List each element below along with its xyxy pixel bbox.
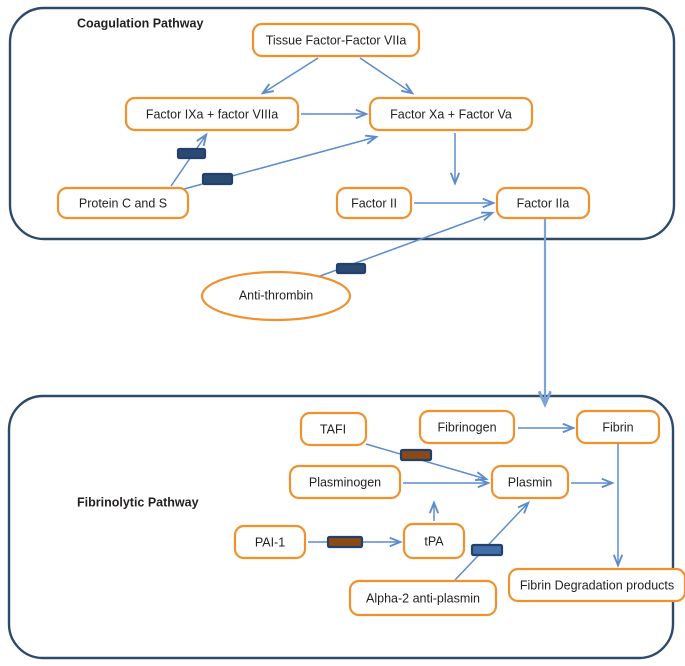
node-factor-xa-factor-va[interactable]: Factor Xa + Factor Va <box>368 96 534 132</box>
node-tissue-factor-factor-viia[interactable]: Tissue Factor-Factor VIIa <box>251 22 421 58</box>
edge-pai1-to-tpa <box>308 535 400 549</box>
node-plasminogen[interactable]: Plasminogen <box>288 464 402 500</box>
node-alpha-2-anti-plasmin-label: Alpha-2 anti-plasmin <box>366 591 480 605</box>
node-protein-c-and-s[interactable]: Protein C and S <box>56 186 190 220</box>
node-plasmin-label: Plasmin <box>508 475 553 489</box>
node-anti-thrombin[interactable] <box>200 270 352 322</box>
edge-tafi-to-plasmin <box>365 443 486 479</box>
node-factor-ii[interactable]: Factor II <box>335 186 413 220</box>
inhibitor-bar-protein-c-s-factor-ixa <box>176 147 207 160</box>
node-tpa[interactable]: tPA <box>402 522 466 560</box>
node-factor-ixa-factor-viiia-label: Factor IXa + factor VIIIa <box>146 107 278 121</box>
edge-protein-c-s-to-factor-ixa <box>170 135 207 187</box>
node-plasminogen-label: Plasminogen <box>309 475 381 489</box>
panel-coagulation-border <box>8 6 676 241</box>
edge-alpha2-antiplasmin-to-plasmin <box>454 503 528 581</box>
node-factor-iia[interactable]: Factor IIa <box>495 186 591 220</box>
inhibitor-bar-protein-c-s-factor-xa <box>201 172 234 186</box>
panel-fibrinolytic-title: Fibrinolytic Pathway <box>77 495 199 509</box>
node-pai-1[interactable]: PAI-1 <box>233 524 307 560</box>
node-tafi-label: TAFI <box>320 422 346 436</box>
inhibitor-bar-alpha2-plasmin <box>470 543 504 557</box>
node-factor-iia-label: Factor IIa <box>517 196 570 210</box>
node-tpa-label: tPA <box>424 534 444 548</box>
node-fibrinogen[interactable]: Fibrinogen <box>418 409 516 445</box>
node-fibrin-degradation-products-label: Fibrin Degradation products <box>520 578 674 592</box>
panel-fibrinolytic: Fibrinolytic Pathway <box>7 394 675 660</box>
node-factor-xa-factor-va-label: Factor Xa + Factor Va <box>390 107 512 121</box>
node-factor-ixa-factor-viiia[interactable]: Factor IXa + factor VIIIa <box>124 96 300 132</box>
node-pai-1-label: PAI-1 <box>255 535 285 549</box>
inhibitor-bar-tafi-plasmin <box>399 448 433 462</box>
panel-coagulation: Coagulation Pathway <box>8 6 676 241</box>
edge-tissue-factor-to-factor-ixa <box>263 57 319 93</box>
node-plasmin[interactable]: Plasmin <box>490 464 570 500</box>
node-fibrin-label: Fibrin <box>602 420 633 434</box>
panel-coagulation-title: Coagulation Pathway <box>77 16 203 30</box>
node-fibrinogen-label: Fibrinogen <box>437 420 496 434</box>
node-tafi[interactable]: TAFI <box>299 411 368 447</box>
node-tissue-factor-factor-viia-label: Tissue Factor-Factor VIIa <box>266 33 407 47</box>
node-factor-ii-label: Factor II <box>351 196 397 210</box>
node-alpha-2-anti-plasmin[interactable]: Alpha-2 anti-plasmin <box>348 579 498 617</box>
node-fibrin[interactable]: Fibrin <box>575 409 661 445</box>
edge-protein-c-s-to-factor-xa <box>183 137 376 190</box>
edge-tissue-factor-to-factor-xa <box>359 57 412 93</box>
node-protein-c-and-s-label: Protein C and S <box>79 196 167 210</box>
inhibitor-bar-anti-thrombin-factor-iia <box>335 262 367 275</box>
node-anti-thrombin-label: Anti-thrombin <box>239 288 313 302</box>
node-fibrin-degradation-products[interactable]: Fibrin Degradation products <box>507 567 685 603</box>
inhibitor-bar-pai1-tpa <box>326 535 364 549</box>
panel-fibrinolytic-border <box>7 394 675 660</box>
